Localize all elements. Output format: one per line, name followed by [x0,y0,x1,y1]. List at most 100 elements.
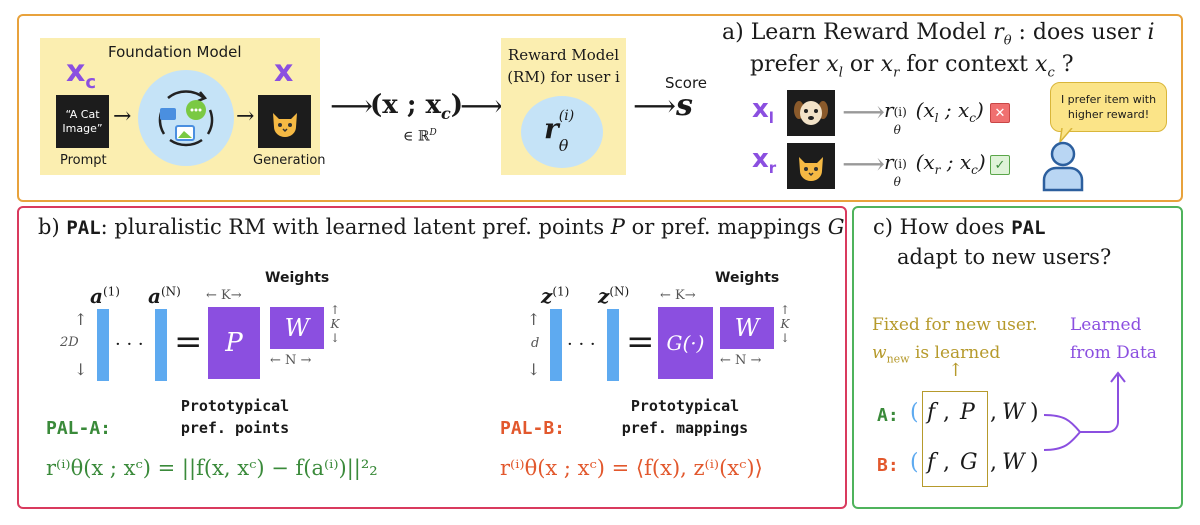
panel-c [852,206,1183,509]
right-k-side: ↑K↓ [780,303,791,345]
right-dim-arrow-down: ↓ [527,360,541,379]
eval-left: r (i) θ (xl ; xc) [884,98,984,137]
right-dim-label: d [531,336,540,351]
xc-symbol: xc [66,54,97,93]
model-cycle-icon [138,70,234,166]
panel-a-title-line-1: a) Learn Reward Model rθ : does user i [722,20,1155,49]
reward-circle [521,96,603,168]
arrow-prompt-to-model: → [113,104,132,129]
aN-bar [155,309,167,381]
zN-label: z(N) [598,284,630,308]
learned-note: Learned from Data [1070,311,1157,367]
dog-face-icon [794,101,828,125]
speech-text: I prefer item with higher reward! [1060,93,1157,121]
left-caption-1: Prototypical [180,397,290,415]
fixed-note-line-2: wnew is learned [872,343,1001,366]
right-n-label: ← N → [720,353,762,368]
right-k-top-label: ← K→ [660,288,696,303]
xl-label: xl [752,94,774,128]
embedding-space-label: ∈ ℝD [403,128,437,145]
zN-bar [607,309,619,381]
fixed-note: Fixed for new user. wnew is learned [872,311,1038,373]
a1-label: a(1) [90,284,120,308]
prompt-label: Prompt [60,153,107,168]
left-dim-label: 2D [60,335,79,350]
matrix-P: P [208,307,260,379]
learned-note-line-2: from Data [1070,343,1157,363]
arrow-to-score: ⟶ [633,89,677,124]
left-dim-arrow-up: ↑ [74,310,88,329]
generation-box [258,95,311,148]
row-b-label: B: [877,455,899,476]
user-icon [1042,141,1084,192]
matrix-W-right: W [720,307,774,349]
right-dim-arrow-up: ↑ [527,310,541,329]
left-caption: Prototypical pref. points [175,395,295,439]
pal-a-name: PAL-A: [46,418,112,439]
panel-c-title-line-2: adapt to new users? [897,245,1112,269]
score-label: Score [665,74,708,92]
right-caption-1: Prototypical [630,397,740,415]
cat-image-box [787,143,835,189]
left-k-side: ↑K↓ [330,303,341,345]
eval-right: r (i) θ (xr ; xc) [884,150,986,189]
gold-up-arrow: ↑ [948,360,964,381]
row-a-label: A: [877,405,899,426]
learned-brace-arrow [1043,371,1126,451]
pal-b-formula: r⁽ⁱ⁾θ(x ; xᶜ) = ⟨f(x), z⁽ⁱ⁾(xᶜ)⟩ [500,456,763,480]
reward-symbol: r (i) θ [544,108,575,155]
mapping-G: G(·) [658,307,713,379]
left-equals: = [174,322,203,362]
cat-face-icon [799,157,823,181]
panel-b [17,206,847,509]
pair-expression: (x ; xc) [370,90,464,124]
dog-image-box [787,90,835,136]
reject-mark-icon: ✕ [990,103,1010,123]
left-k-top-label: ← K→ [206,288,242,303]
pal-a-formula: r⁽ⁱ⁾θ(x ; xᶜ) = ||f(x, xᶜ) − f(a⁽ⁱ⁾)||²₂ [46,456,378,480]
generation-label: Generation [253,153,326,168]
panel-a-title-line-2: prefer xl or xr for context xc ? [750,52,1074,81]
rm-title-line-2: (RM) for user i [507,68,620,86]
fixed-params-box [922,391,988,487]
panel-c-title-line-1: c) How does PAL [873,215,1046,239]
rm-title-line-1: Reward Model [507,46,620,64]
row-b-tuple: ( f , G , W ) [910,450,1039,475]
right-caption: Prototypical pref. mappings [610,395,760,439]
prompt-box: “A Cat Image” [56,95,109,148]
arrow-model-to-generation: → [236,104,255,129]
pal-b-name: PAL-B: [500,418,566,439]
matrix-W-left: W [270,307,324,349]
xr-label: xr [752,144,777,178]
left-caption-2: pref. points [180,419,290,437]
right-dots: · · · [567,334,596,355]
fixed-note-line-1: Fixed for new user. [872,315,1038,335]
right-equals: = [626,322,655,362]
right-caption-2: pref. mappings [621,419,749,437]
accept-mark-icon: ✓ [990,155,1010,175]
arrow-dog-to-eval: ⟶ [842,95,886,130]
left-dots: · · · [115,334,144,355]
x-symbol: x [274,54,294,89]
left-dim-arrow-down: ↓ [74,360,88,379]
arrow-cat-to-eval: ⟶ [842,147,886,182]
left-n-label: ← N → [270,353,312,368]
panel-b-title: b) PAL: pluralistic RM with learned late… [38,215,845,239]
left-weights-label: Weights [265,270,330,286]
row-a-tuple: ( f , P , W ) [910,400,1039,425]
panel-a [17,14,1183,202]
learned-note-line-1: Learned [1070,315,1142,335]
aN-label: a(N) [148,284,181,308]
prompt-text: “A Cat Image” [62,107,103,135]
speech-bubble: I prefer item with higher reward! [1050,82,1167,132]
z1-bar [550,309,562,381]
z1-label: z(1) [541,284,570,308]
arrow-to-reward-model: ⟶ [460,89,504,124]
cat-face-icon [272,112,297,137]
reward-model-title: Reward Model (RM) for user i [501,44,626,88]
a1-bar [97,309,109,381]
speech-tail [1058,128,1073,144]
arrow-to-pair: ⟶ [330,89,374,124]
right-weights-label: Weights [715,270,780,286]
score-symbol: s [676,88,693,123]
